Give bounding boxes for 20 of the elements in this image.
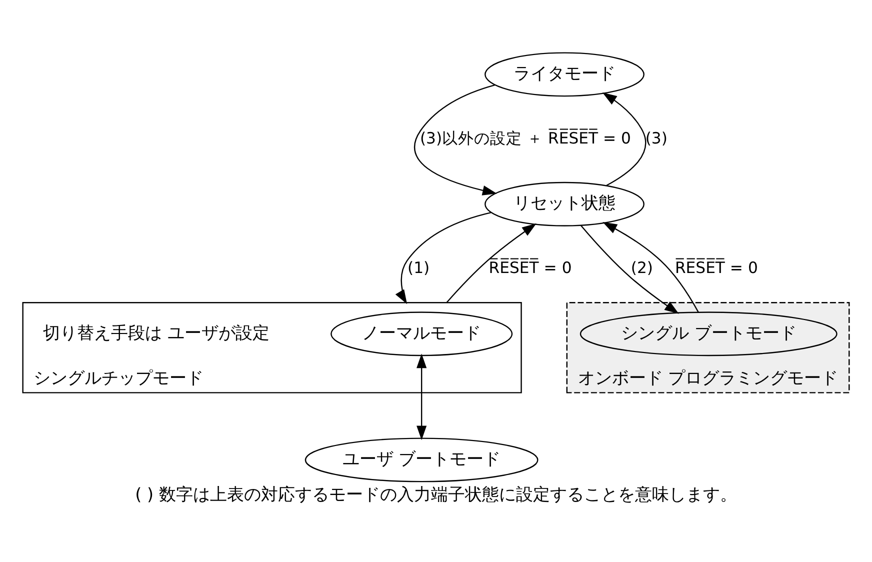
arrow [446, 223, 536, 304]
edge-label: (3) [645, 129, 668, 148]
edge-label: R̅E̅S̅E̅T̅ = 0 [674, 259, 758, 278]
arrow [602, 222, 699, 312]
arrow [580, 224, 679, 314]
edge-label: (1) [408, 259, 430, 278]
edge-label: R̅E̅S̅E̅T̅ = 0 [488, 259, 572, 278]
arrow [395, 212, 492, 304]
node-ellipse: シングル ブートモード [580, 312, 838, 356]
node-ellipse: ノーマルモード [330, 312, 513, 356]
arrow [602, 92, 646, 186]
caption: ( ) 数字は上表の対応するモードの入力端子状態に設定することを意味します。 [135, 484, 737, 504]
edge-label: (2) [630, 259, 654, 278]
arrow [416, 354, 427, 440]
node-ellipse: ライタモード [484, 52, 644, 97]
node-ellipse: リセット状態 [484, 182, 644, 226]
arrow [414, 84, 497, 196]
label: 切り替え手段は ユーザが設定 [42, 322, 270, 342]
node-ellipse: ユーザ ブートモード [304, 438, 538, 482]
edge-label: (3)以外の設定 ＋ R̅E̅S̅E̅T̅ = 0 [420, 129, 631, 148]
